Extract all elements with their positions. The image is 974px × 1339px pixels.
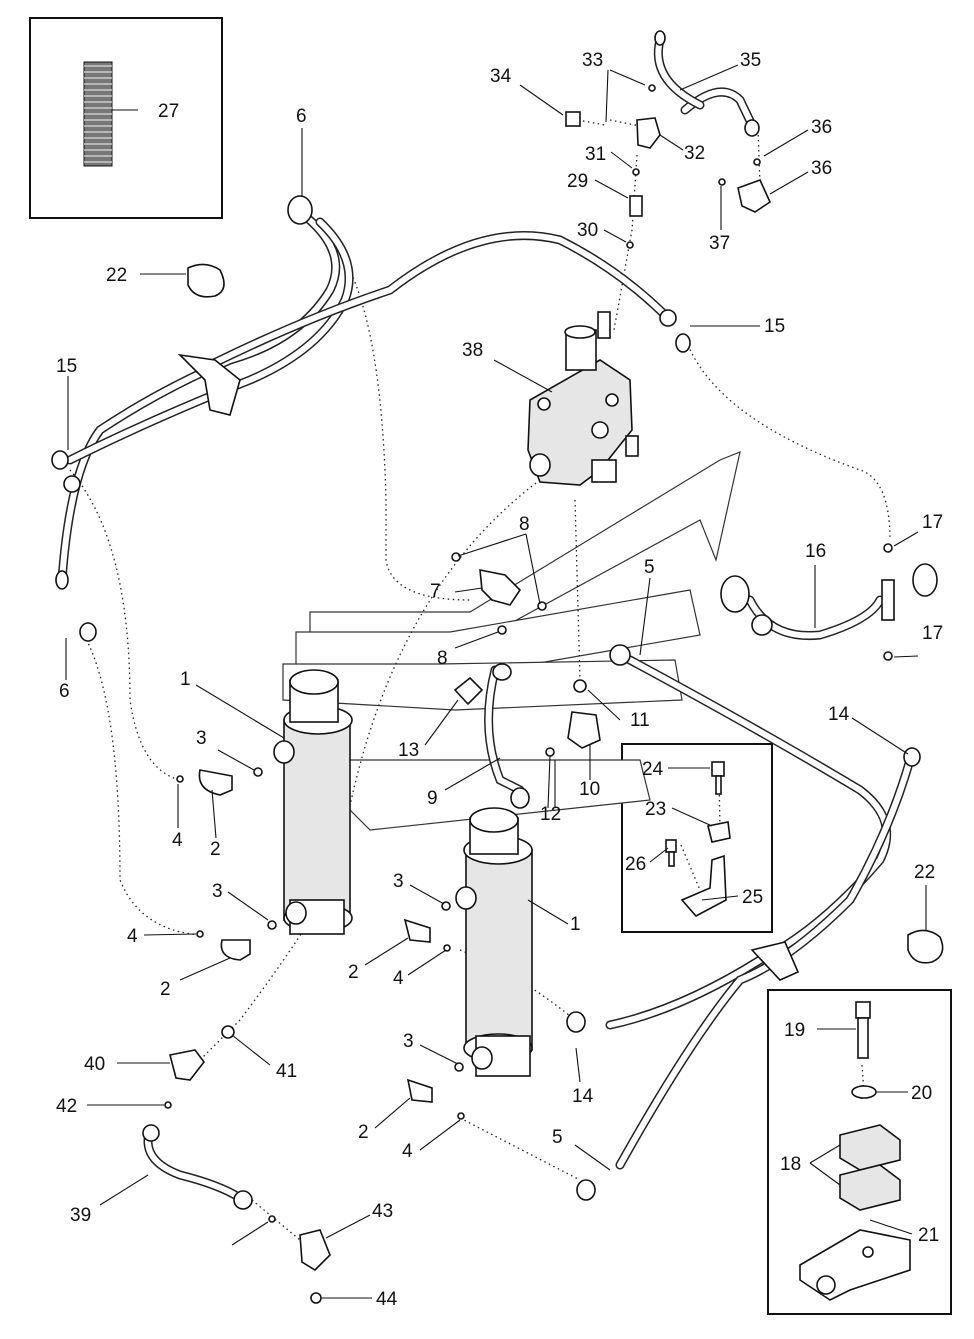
callout-28: 29 [567, 171, 588, 192]
callout-9: 9 [427, 788, 438, 809]
detail-box-clamp [767, 989, 952, 1315]
callout-41: 42 [56, 1096, 77, 1117]
callout-26: 26 [625, 854, 646, 875]
spring-part [83, 61, 113, 167]
callout-16: 16 [805, 541, 826, 562]
callout-34: 35 [740, 50, 761, 71]
hydraulic-cylinder-upper [273, 669, 353, 935]
callout-25: 25 [742, 887, 763, 908]
callout-33: 34 [490, 66, 512, 87]
callout-2-mid-left: 2 [160, 979, 171, 1000]
callout-5-bottom: 5 [552, 1127, 563, 1148]
fittings [51, 30, 944, 1304]
callout-3-upper-right: 3 [393, 871, 404, 892]
callout-39: 40 [84, 1054, 105, 1075]
callout-7: 7 [430, 581, 441, 602]
callout-18: 18 [780, 1154, 801, 1175]
hydraulic-cylinder-lower [455, 807, 533, 1077]
callout-32: 33 [582, 50, 603, 71]
callout-19: 19 [784, 1020, 805, 1041]
callout-8-top: 8 [519, 514, 530, 535]
callout-8-bottom: 8 [437, 648, 448, 669]
callout-4-mid-left: 4 [127, 926, 138, 947]
callout-20: 20 [911, 1083, 932, 1104]
callout-27: 27 [158, 101, 179, 122]
callout-30: 31 [585, 144, 606, 165]
callout-4-mid-right: 4 [393, 968, 404, 989]
callout-14-bottom: 14 [572, 1086, 594, 1107]
callout-3-lower: 3 [403, 1031, 414, 1052]
callout-5-top: 5 [644, 557, 655, 578]
callout-2-mid-right: 2 [348, 962, 359, 983]
bracket-detail-parts [665, 761, 731, 918]
callout-36-top: 36 [811, 117, 832, 138]
callout-21: 21 [918, 1225, 939, 1246]
callout-4-lower: 4 [402, 1141, 413, 1162]
callout-31: 32 [684, 143, 705, 164]
callout-labels: 27 6 22 15 6 34 33 35 36 32 31 36 29 37 … [56, 50, 943, 1310]
leader-lines [65, 64, 927, 1299]
callout-3-upper-left: 3 [196, 728, 207, 749]
callout-37: 38 [462, 340, 483, 361]
callout-38: 39 [70, 1205, 91, 1226]
callout-11: 11 [630, 710, 650, 731]
direction-arrows [282, 451, 741, 831]
callout-15-right: 15 [764, 316, 785, 337]
callout-15-left: 15 [56, 356, 77, 377]
callout-14-right: 14 [828, 704, 850, 725]
callout-10: 10 [579, 779, 600, 800]
callout-42: 43 [372, 1201, 393, 1222]
detail-box-bracket [621, 743, 773, 933]
clamp-detail-parts [799, 1001, 911, 1301]
callout-4-upper-left: 4 [172, 830, 183, 851]
callout-12: 12 [540, 804, 561, 825]
callout-1-upper: 1 [180, 669, 191, 690]
callout-1-lower: 1 [570, 914, 581, 935]
callout-2-lower: 2 [358, 1122, 369, 1143]
callout-22-right: 22 [914, 862, 935, 883]
callout-22-left: 22 [106, 265, 127, 286]
control-valve [527, 311, 639, 486]
callout-43: 44 [376, 1289, 398, 1310]
callout-23: 23 [645, 799, 666, 820]
callout-13: 13 [398, 740, 419, 761]
callout-29: 30 [577, 220, 598, 241]
callout-6-left: 6 [59, 681, 70, 702]
callout-17-top: 17 [922, 512, 943, 533]
callout-36-bottom: 37 [709, 233, 730, 254]
callout-24: 24 [642, 759, 664, 780]
detail-box-spring [29, 17, 223, 219]
callout-6-top: 6 [296, 106, 307, 127]
callout-17-bottom: 17 [922, 623, 943, 644]
callout-35: 36 [811, 158, 832, 179]
callout-2-upper-left: 2 [210, 839, 221, 860]
callout-40: 41 [276, 1061, 297, 1082]
callout-3-mid-left: 3 [212, 881, 223, 902]
